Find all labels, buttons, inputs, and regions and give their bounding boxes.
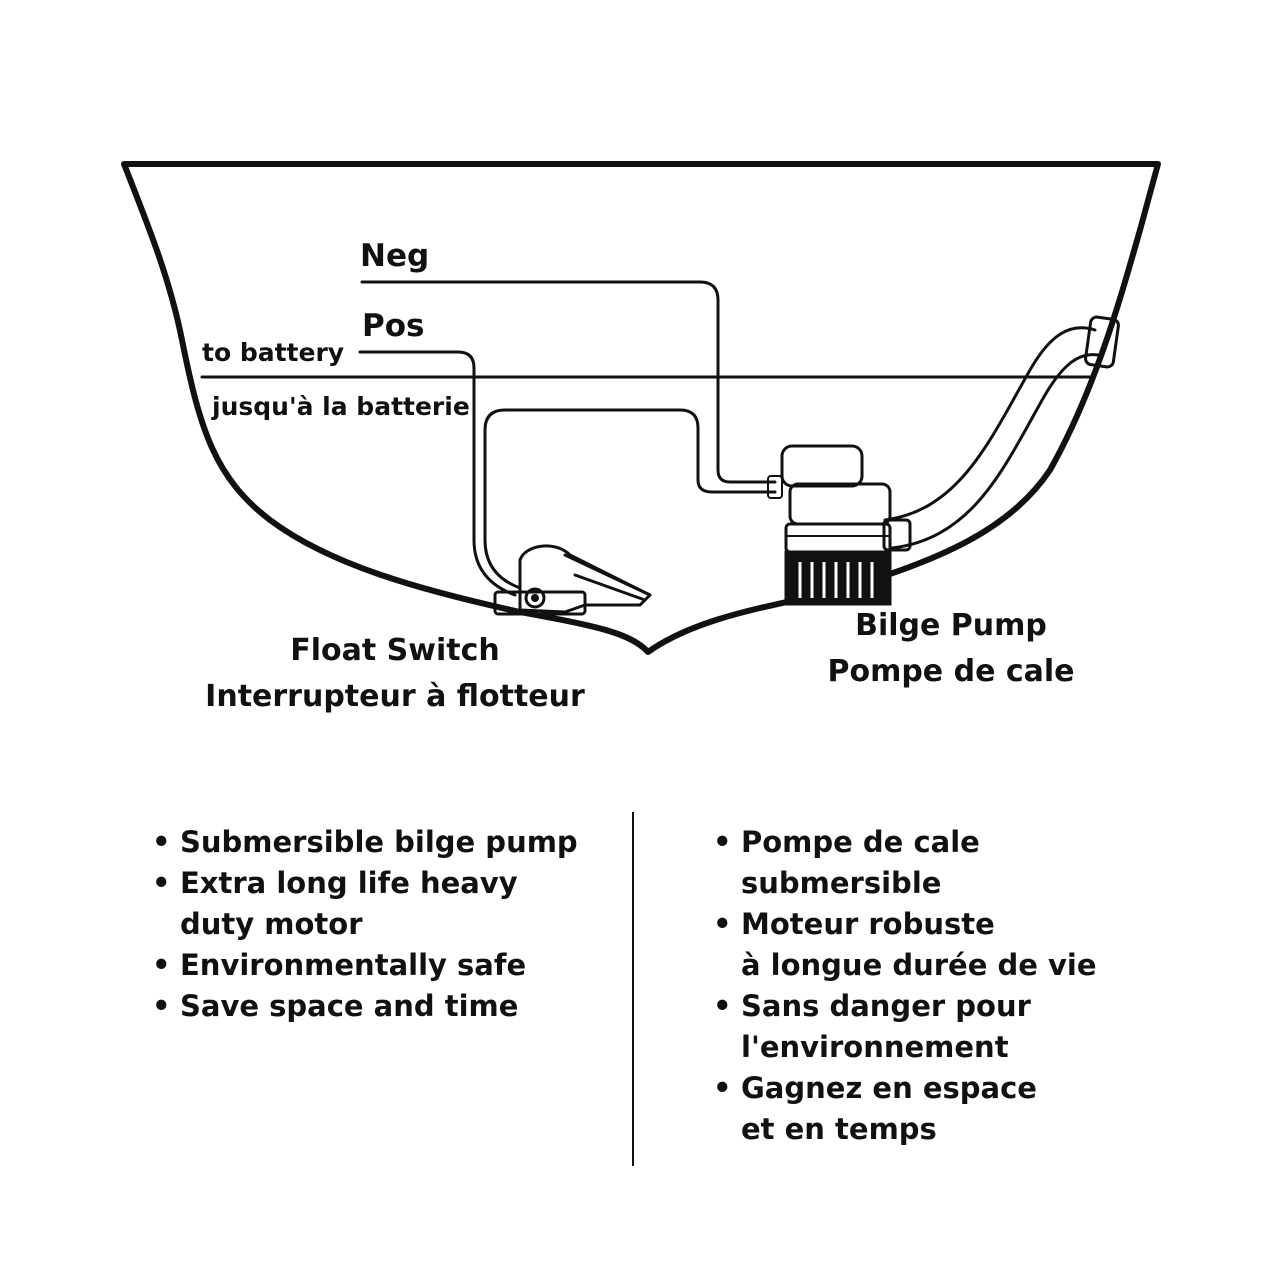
feature-text: Sans danger pour bbox=[741, 989, 1031, 1023]
neg-label: Neg bbox=[360, 238, 429, 274]
feature-text: Pompe de cale bbox=[741, 825, 980, 859]
feature-text-continued: et en temps bbox=[741, 1112, 937, 1146]
feature-text-continued: l'environnement bbox=[741, 1030, 1009, 1064]
pos-label: Pos bbox=[362, 308, 424, 344]
to-battery-label: to battery bbox=[202, 338, 344, 367]
neg-wire bbox=[360, 280, 777, 484]
feature-item: Extra long life heavy duty motor bbox=[152, 863, 592, 945]
feature-text: Gagnez en espace bbox=[741, 1071, 1037, 1105]
feature-item: Moteur robuste à longue durée de vie bbox=[713, 904, 1153, 986]
float-switch bbox=[493, 544, 652, 616]
feature-item: Pompe de cale submersible bbox=[713, 822, 1153, 904]
feature-item: Environmentally safe bbox=[152, 945, 592, 986]
feature-text: Extra long life heavy bbox=[180, 866, 518, 900]
discharge-hose bbox=[883, 326, 1097, 522]
float-switch-fr-label: Interrupteur à flotteur bbox=[205, 679, 585, 714]
feature-item: Sans danger pour l'environnement bbox=[713, 986, 1153, 1068]
feature-item: Gagnez en espace et en temps bbox=[713, 1068, 1153, 1150]
feature-text: Environmentally safe bbox=[180, 948, 527, 982]
boat-hull bbox=[121, 161, 1161, 655]
feature-text: Save space and time bbox=[180, 989, 519, 1023]
feature-list-english: Submersible bilge pump Extra long life h… bbox=[152, 822, 592, 1027]
feature-text-continued: à longue durée de vie bbox=[741, 948, 1097, 982]
feature-text: Moteur robuste bbox=[741, 907, 995, 941]
feature-item: Submersible bilge pump bbox=[152, 822, 592, 863]
bilge-pump bbox=[767, 444, 912, 606]
thru-hull-fitting bbox=[1084, 315, 1120, 369]
feature-list-french: Pompe de cale submersible Moteur robuste… bbox=[713, 822, 1153, 1150]
discharge-hose-inner bbox=[890, 353, 1100, 550]
feature-text-continued: submersible bbox=[741, 866, 942, 900]
switch-to-pump-wire bbox=[483, 408, 777, 590]
float-switch-label: Float Switch bbox=[290, 633, 500, 668]
pos-wire bbox=[358, 350, 517, 597]
feature-text-continued: duty motor bbox=[180, 907, 363, 941]
bilge-pump-label: Bilge Pump bbox=[855, 608, 1047, 643]
column-divider bbox=[632, 812, 634, 1166]
feature-item: Save space and time bbox=[152, 986, 592, 1027]
bilge-pump-fr-label: Pompe de cale bbox=[827, 654, 1074, 689]
feature-text: Submersible bilge pump bbox=[180, 825, 578, 859]
to-battery-fr-label: jusqu'à la batterie bbox=[211, 392, 470, 421]
